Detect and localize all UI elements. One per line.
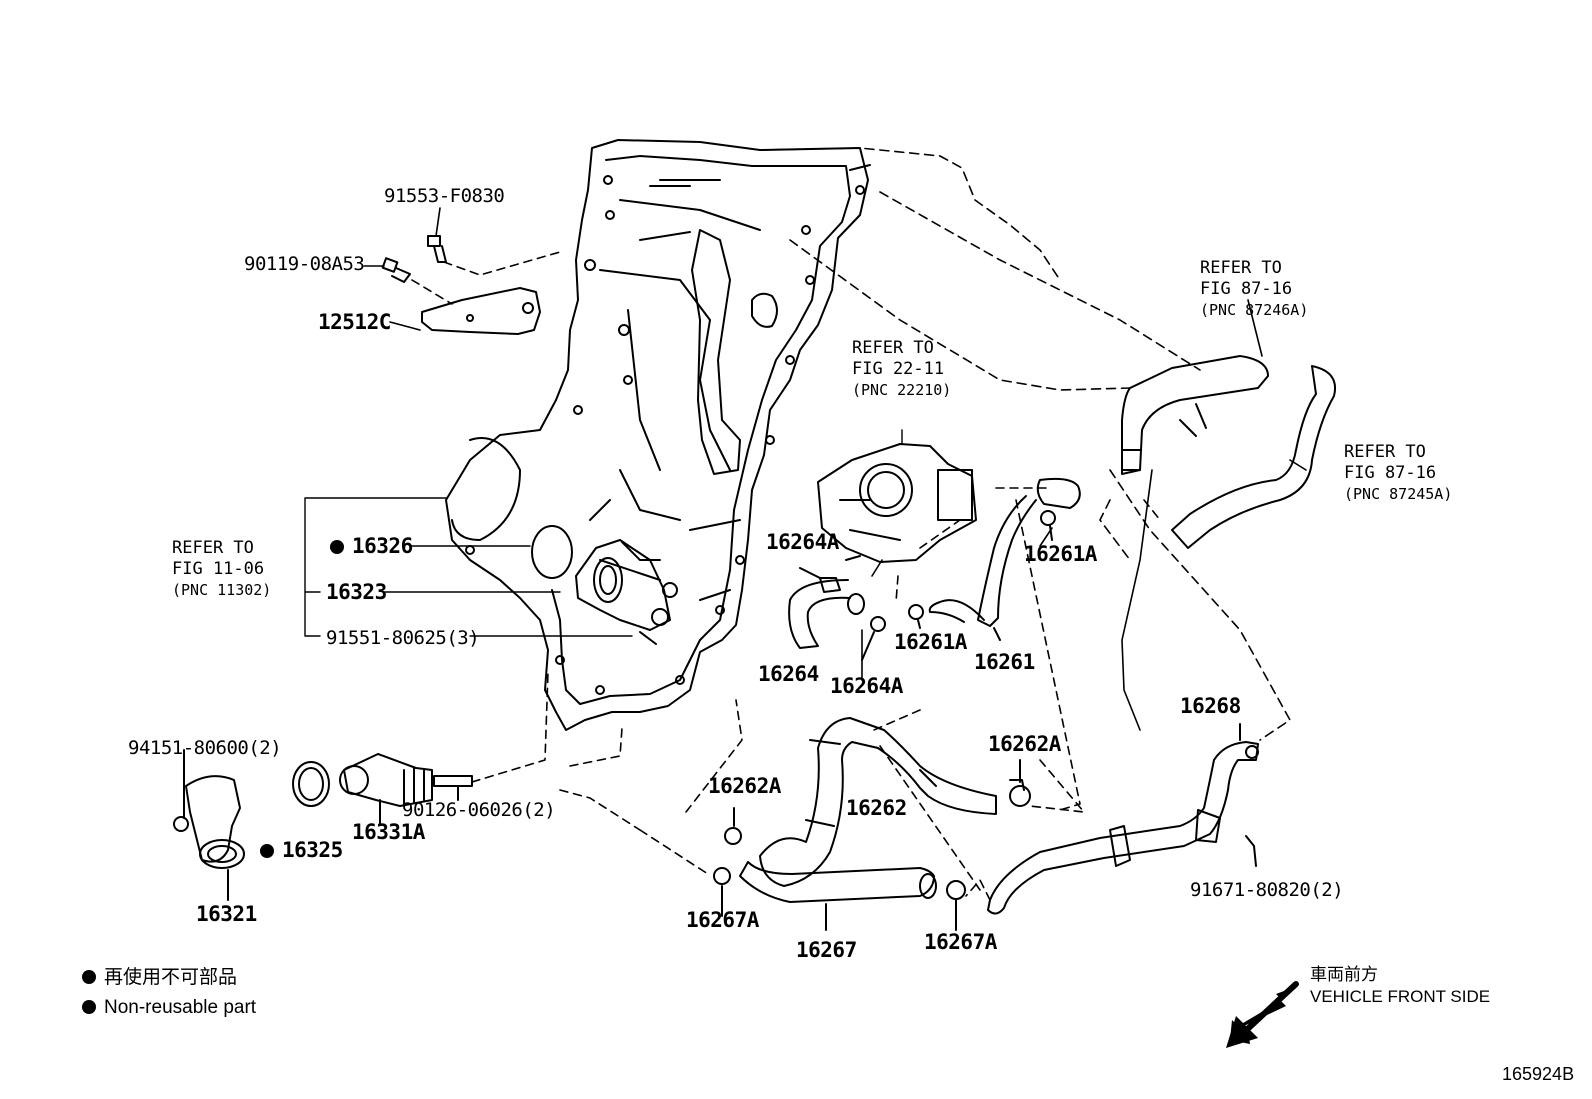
radiator-hose-87246a (1121, 355, 1269, 475)
label-16326: 16326 (330, 534, 413, 558)
legend-en: Non-reusable part (82, 996, 256, 1020)
label-16262a-left: 16262A (708, 774, 781, 798)
label-90119-08a53: 90119-08A53 (244, 253, 365, 275)
dashed-16268-lines (965, 879, 991, 901)
engine-outline (759, 147, 1291, 741)
label-16267a-left: 16267A (686, 908, 759, 932)
label-16264: 16264 (758, 662, 819, 686)
drawing-code: 165924B (1502, 1064, 1575, 1084)
ref-fig-22-11-line1: REFER TO (852, 338, 934, 358)
label-16268: 16268 (1180, 694, 1241, 718)
ref-fig-22-11: REFER TO FIG 22-11 (PNC 22210) (852, 338, 951, 401)
ref-fig-11-06-pnc: (PNC 11302) (172, 581, 272, 599)
ref-fig-11-06-line2: FIG 11-06 (172, 559, 265, 579)
hose-16264 (788, 567, 886, 661)
ref-fig-87-16-a-pnc: (PNC 87246A) (1200, 301, 1309, 319)
throttle-body (817, 429, 977, 563)
label-16264a-bottom: 16264A (830, 674, 903, 698)
label-16267a-right: 16267A (924, 930, 997, 954)
ref-bracket-lines (304, 497, 633, 637)
front-arrow-shaft (1237, 981, 1299, 1039)
ref-fig-11-06-line1: REFER TO (172, 538, 254, 558)
ref-fig-87-16-b: REFER TO FIG 87-16 (PNC 87245A) (1344, 442, 1452, 505)
dashed-16267-lines (639, 745, 981, 891)
legend: 再使用不可部品 Non-reusable part (82, 966, 256, 1020)
label-16331a: 16331A (352, 820, 425, 844)
bracket-12512c (389, 287, 541, 335)
ref-fig-11-06: REFER TO FIG 11-06 (PNC 11302) (172, 538, 271, 601)
vehicle-front-note: 車両前方 VEHICLE FRONT SIDE (1310, 964, 1490, 1008)
timing-cover (445, 139, 871, 731)
dashed-16261-lines (895, 487, 1081, 811)
ref-fig-87-16-b-line2: FIG 87-16 (1344, 463, 1437, 483)
label-16261a-mid: 16261A (894, 630, 967, 654)
label-90126-06026: 90126-06026(2) (402, 799, 556, 821)
non-reusable-dot-icon (260, 844, 274, 858)
label-16326-text: 16326 (352, 534, 413, 558)
thermostat-parts (173, 749, 473, 901)
dashed-thermo-lines (471, 671, 641, 831)
vehicle-front-jp: 車両前方 (1310, 965, 1378, 984)
dashed-right-lines (1143, 499, 1161, 521)
legend-jp-text: 再使用不可部品 (104, 967, 238, 988)
label-16325-text: 16325 (282, 838, 343, 862)
solid-engine-line (1121, 469, 1153, 731)
ref-fig-87-16-a-line1: REFER TO (1200, 258, 1282, 278)
label-16264a-top: 16264A (766, 530, 839, 554)
label-91551-80625: 91551-80625(3) (326, 627, 480, 649)
vehicle-front-en: VEHICLE FRONT SIDE (1310, 987, 1491, 1006)
label-16267: 16267 (796, 938, 857, 962)
bolt-90119 (381, 257, 411, 283)
label-91553-f0830: 91553-F0830 (384, 185, 505, 207)
label-16261: 16261 (974, 650, 1035, 674)
leader-lines (363, 207, 1307, 681)
radiator-hose-87245a (1171, 365, 1336, 549)
hose-16262 (724, 717, 1031, 887)
ref-fig-22-11-line2: FIG 22-11 (852, 359, 945, 379)
hose-16261 (908, 477, 1081, 641)
hose-16268 (987, 723, 1259, 915)
label-94151-80600: 94151-80600(2) (128, 737, 282, 759)
ref-fig-87-16-b-line1: REFER TO (1344, 442, 1426, 462)
ref-fig-22-11-pnc: (PNC 22210) (852, 381, 952, 399)
label-16262a-right: 16262A (988, 732, 1061, 756)
label-12512c: 12512C (318, 310, 391, 334)
label-91671-80820: 91671-80820(2) (1190, 879, 1344, 901)
hose-16267 (713, 861, 966, 931)
water-inlet-16323 (531, 525, 678, 645)
ref-fig-87-16-b-pnc: (PNC 87245A) (1344, 485, 1453, 503)
ref-fig-87-16-a: REFER TO FIG 87-16 (PNC 87246A) (1200, 258, 1308, 321)
label-16261a-top: 16261A (1024, 542, 1097, 566)
label-16323: 16323 (326, 580, 387, 604)
dashed-16262-lines (685, 699, 1085, 813)
legend-dot-icon (82, 970, 96, 984)
label-16262: 16262 (846, 796, 907, 820)
dashed-bracket-lines (411, 251, 561, 305)
bolt-91553 (427, 235, 447, 263)
label-16325: 16325 (260, 838, 343, 862)
legend-jp: 再使用不可部品 (82, 966, 256, 990)
front-arrow-head (1226, 1016, 1258, 1048)
legend-dot-icon (82, 1000, 96, 1014)
non-reusable-dot-icon (330, 540, 344, 554)
legend-en-text: Non-reusable part (104, 997, 257, 1018)
ref-fig-87-16-a-line2: FIG 87-16 (1200, 279, 1293, 299)
label-16321: 16321 (196, 902, 257, 926)
